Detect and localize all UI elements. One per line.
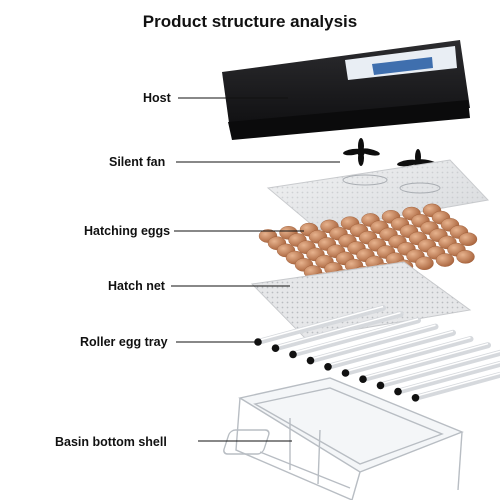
roller-rod: [307, 323, 439, 364]
basin-bottom-shell: [223, 377, 464, 500]
roller-rod: [395, 360, 500, 395]
egg: [458, 232, 478, 246]
host-unit: [222, 40, 470, 140]
label-roller-egg-tray: Roller egg tray: [80, 335, 168, 349]
roller-end-cap: [394, 387, 402, 396]
roller-rod-highlight: [310, 324, 436, 360]
roller-rod: [290, 317, 421, 358]
roller-rod: [377, 349, 500, 389]
roller-rod: [342, 336, 474, 376]
roller-rod-highlight: [380, 350, 500, 385]
roller-rod-highlight: [275, 311, 401, 348]
roller-rod-highlight: [415, 372, 500, 398]
roller-end-cap: [306, 356, 315, 365]
egg: [415, 256, 434, 271]
diagram-title: Product structure analysis: [142, 12, 358, 31]
leader-lines: [171, 97, 340, 442]
roller-end-cap: [324, 363, 332, 371]
roller-rod-highlight: [257, 305, 384, 342]
label-hatch-net: Hatch net: [108, 279, 165, 293]
roller-rod: [272, 311, 404, 352]
vent-plate: [266, 159, 490, 231]
roller-end-cap: [341, 369, 350, 377]
roller-rod-highlight: [362, 342, 489, 379]
roller-rod-highlight: [397, 361, 500, 391]
label-silent-fan: Silent fan: [109, 155, 166, 169]
roller-end-cap: [289, 350, 297, 359]
label-hatching-eggs: Hatching eggs: [84, 224, 171, 238]
roller-rod-highlight: [292, 318, 419, 354]
roller-end-cap: [376, 381, 385, 390]
egg: [456, 249, 475, 264]
roller-rod: [412, 371, 500, 401]
roller-end-cap: [359, 375, 367, 384]
roller-rod: [325, 329, 456, 370]
roller-end-cap: [411, 394, 420, 402]
roller-egg-tray: [254, 305, 500, 402]
roller-end-cap: [271, 344, 280, 353]
roller-rod: [360, 342, 491, 383]
roller-rod-highlight: [345, 336, 471, 373]
roller-rod-highlight: [327, 330, 454, 367]
label-host: Host: [143, 91, 171, 105]
egg: [435, 253, 455, 267]
host-screen: [372, 57, 433, 75]
roller-rod: [255, 305, 386, 345]
label-basin-bottom-shell: Basin bottom shell: [55, 435, 167, 449]
